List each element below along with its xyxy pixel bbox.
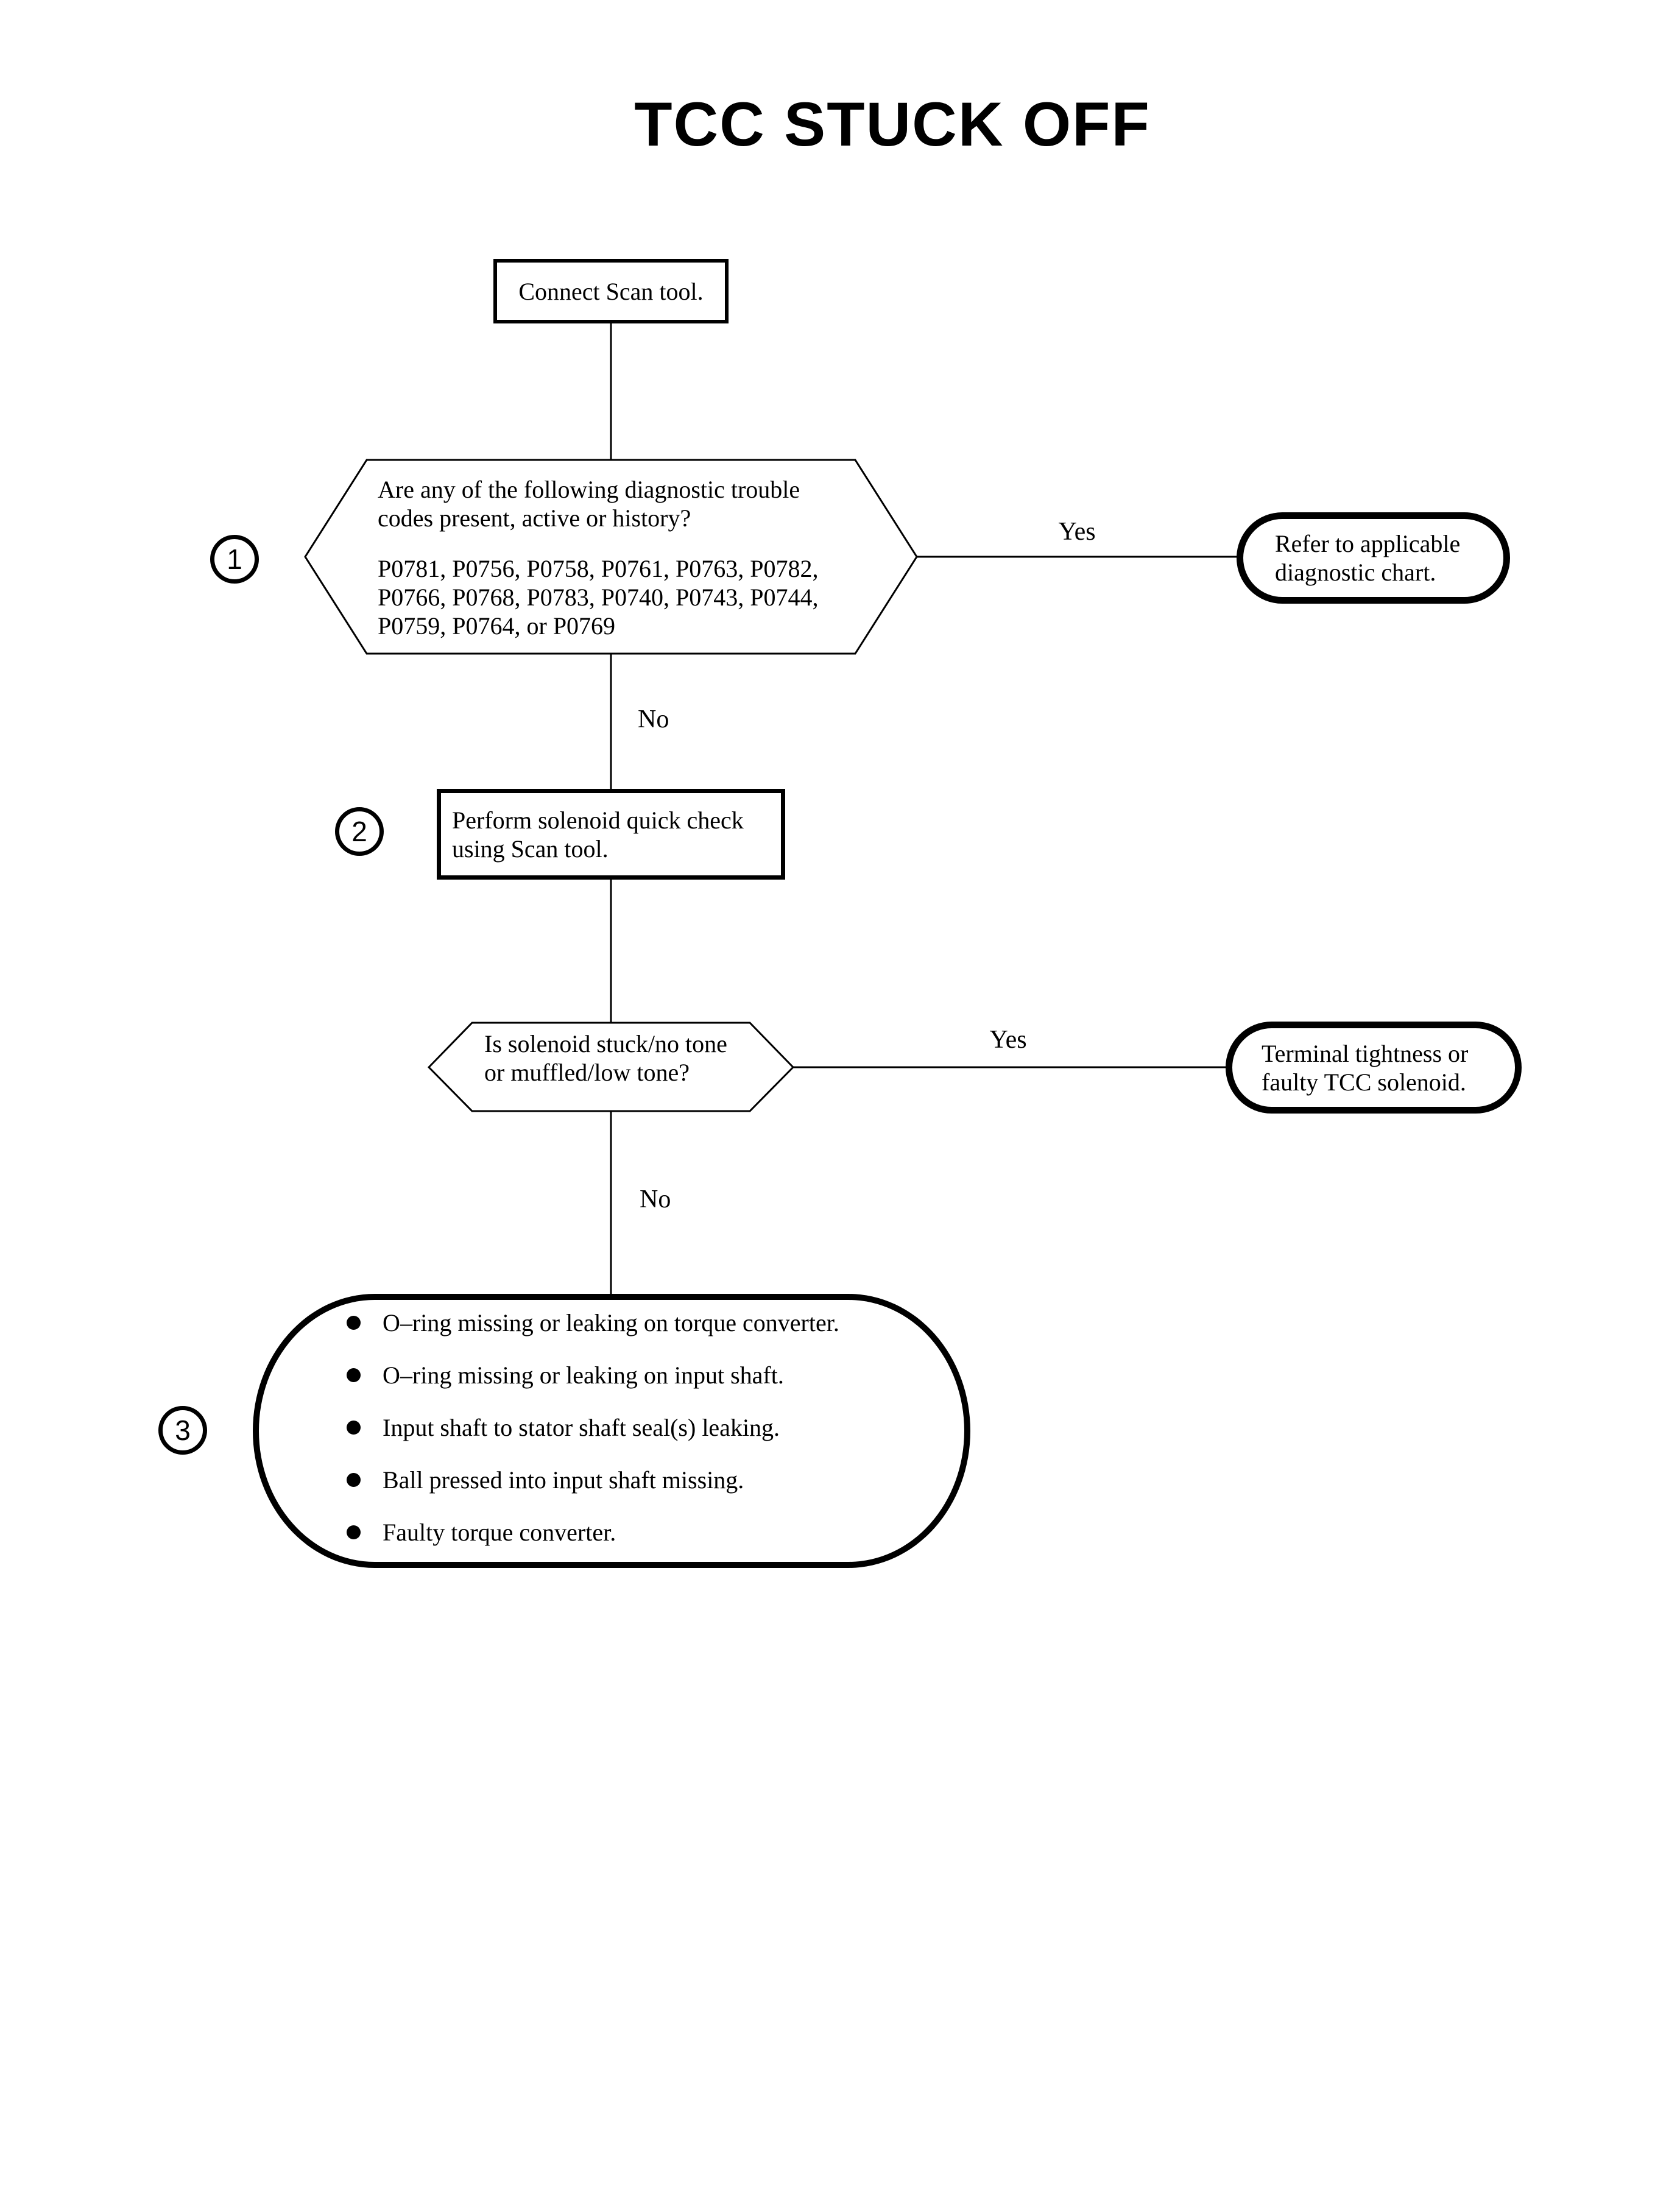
result-causes-list: O–ring missing or leaking on torque conv… (347, 1296, 839, 1558)
step-badge-2-number: 2 (351, 816, 367, 847)
decision2-hexagon (427, 1022, 795, 1112)
result-refer-diagnostic-chart: Refer to applicable diagnostic chart. (1237, 512, 1510, 604)
step-badge-2: 2 (335, 807, 384, 856)
decision2-no-label: No (640, 1185, 671, 1213)
list-item: O–ring missing or leaking on input shaft… (347, 1349, 839, 1401)
bullet-dot-icon (347, 1525, 361, 1539)
result-causes-container (253, 1294, 970, 1568)
page-title: TCC STUCK OFF (634, 90, 1151, 160)
cause-faulty-torque-converter: Faulty torque converter. (383, 1518, 616, 1546)
result-refer-diagnostic-chart-label: Refer to applicable diagnostic chart. (1275, 530, 1461, 586)
list-item: Input shaft to stator shaft seal(s) leak… (347, 1401, 839, 1453)
cause-stator-shaft-seal: Input shaft to stator shaft seal(s) leak… (383, 1413, 780, 1441)
bullet-dot-icon (347, 1315, 361, 1330)
decision1-yes-label: Yes (1058, 518, 1096, 546)
result-terminal-tightness-label: Terminal tightness or faulty TCC solenoi… (1262, 1039, 1469, 1096)
cause-ball-missing: Ball pressed into input shaft missing. (383, 1466, 744, 1494)
decision1-hexagon (304, 459, 918, 655)
bullet-dot-icon (347, 1472, 361, 1487)
action-solenoid-quick-check-box: Perform solenoid quick check using Scan … (437, 789, 785, 880)
decision1-question: Are any of the following diagnostic trou… (378, 476, 800, 532)
step-badge-1-number: 1 (227, 543, 242, 575)
decision2-question: Is solenoid stuck/no tone or muffled/low… (484, 1030, 727, 1086)
action-solenoid-quick-check-label: Perform solenoid quick check using Scan … (452, 806, 744, 863)
list-item: O–ring missing or leaking on torque conv… (347, 1296, 839, 1349)
decision2-yes-label: Yes (989, 1026, 1027, 1054)
decision1-trouble-codes: P0781, P0756, P0758, P0761, P0763, P0782… (378, 555, 819, 640)
step-badge-1: 1 (210, 535, 259, 584)
start-box-label: Connect Scan tool. (518, 277, 704, 305)
cause-oring-torque-converter: O–ring missing or leaking on torque conv… (383, 1308, 839, 1336)
step-badge-3: 3 (158, 1406, 207, 1455)
cause-oring-input-shaft: O–ring missing or leaking on input shaft… (383, 1361, 784, 1389)
decision1-no-label: No (638, 705, 669, 733)
list-item: Ball pressed into input shaft missing. (347, 1453, 839, 1506)
result-terminal-tightness: Terminal tightness or faulty TCC solenoi… (1226, 1022, 1522, 1114)
start-box: Connect Scan tool. (493, 259, 729, 323)
step-badge-3-number: 3 (175, 1414, 191, 1446)
bullet-dot-icon (347, 1368, 361, 1382)
bullet-dot-icon (347, 1420, 361, 1435)
list-item: Faulty torque converter. (347, 1506, 839, 1558)
